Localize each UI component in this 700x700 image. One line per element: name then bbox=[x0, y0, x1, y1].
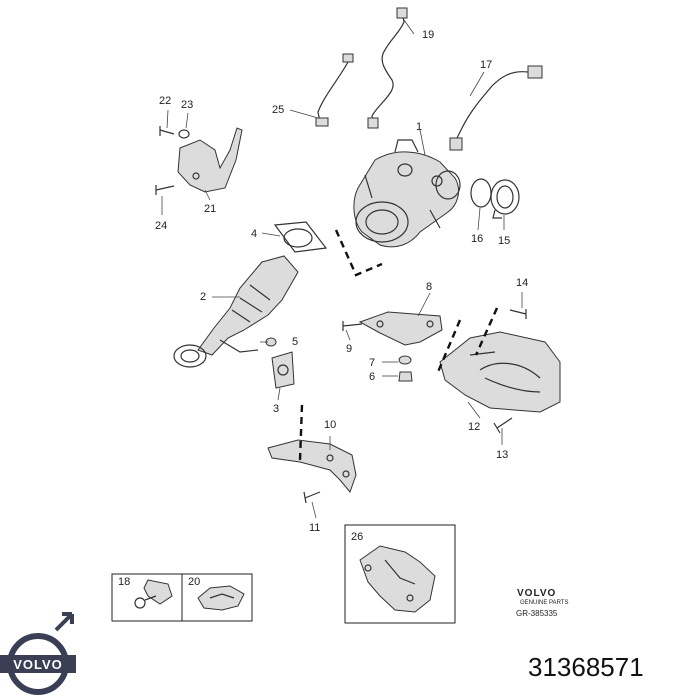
volvo-logo: VOLVO bbox=[0, 612, 76, 695]
callout-20: 20 bbox=[188, 576, 200, 588]
callout-15: 15 bbox=[498, 235, 510, 247]
part-11-bolt bbox=[303, 491, 321, 504]
part-10-bracket bbox=[267, 439, 357, 493]
brand-name: VOLVO bbox=[517, 588, 556, 599]
inset-box-26 bbox=[344, 524, 456, 624]
callout-11: 11 bbox=[309, 522, 320, 534]
callout-3: 3 bbox=[273, 403, 279, 415]
part-2-pipe bbox=[173, 255, 299, 368]
part-4-gasket bbox=[273, 221, 328, 253]
part-6-nut bbox=[398, 371, 413, 382]
callout-25: 25 bbox=[272, 104, 284, 116]
part-9-bolt bbox=[342, 321, 363, 331]
callout-1: 1 bbox=[416, 121, 422, 133]
callout-21: 21 bbox=[204, 203, 216, 215]
callout-9: 9 bbox=[346, 343, 352, 355]
callout-17: 17 bbox=[480, 59, 492, 71]
brand-tagline: GENUINE PARTS bbox=[520, 600, 568, 606]
callout-14: 14 bbox=[516, 277, 528, 289]
logo-text: VOLVO bbox=[13, 657, 63, 672]
callout-2: 2 bbox=[200, 291, 206, 303]
callout-16: 16 bbox=[471, 233, 483, 245]
part-22-bolt bbox=[159, 126, 175, 136]
callout-10: 10 bbox=[324, 419, 336, 431]
callout-labels: 1 2 3 4 5 6 7 8 9 10 11 12 13 14 15 16 1… bbox=[118, 29, 528, 588]
callout-6: 6 bbox=[369, 371, 375, 383]
callout-24: 24 bbox=[155, 220, 167, 232]
part-8-bracket bbox=[358, 311, 443, 346]
part-17-sensor bbox=[449, 65, 543, 151]
part-13-bolt bbox=[493, 417, 513, 434]
connector-lines bbox=[298, 229, 499, 461]
part-24-bolt bbox=[155, 185, 175, 195]
part-19-sensor bbox=[315, 7, 408, 129]
callout-19: 19 bbox=[422, 29, 434, 41]
part-12-heat-shield bbox=[439, 331, 561, 413]
callout-22: 22 bbox=[159, 95, 171, 107]
reference-code: GR-385335 bbox=[516, 609, 558, 618]
logo-arrow bbox=[54, 612, 74, 632]
callout-4: 4 bbox=[251, 228, 257, 240]
part-1-housing bbox=[353, 139, 461, 248]
inset-box-18-20 bbox=[111, 573, 253, 622]
part-16-gasket bbox=[470, 178, 492, 208]
part-21-bracket bbox=[177, 127, 243, 193]
part-number: 31368571 bbox=[528, 652, 644, 682]
callout-7: 7 bbox=[369, 357, 375, 369]
callout-12: 12 bbox=[468, 421, 480, 433]
leader-lines bbox=[161, 19, 523, 519]
callout-5: 5 bbox=[292, 336, 298, 348]
part-23-washer bbox=[178, 129, 190, 139]
callout-8: 8 bbox=[426, 281, 432, 293]
part-7-washer bbox=[398, 355, 412, 365]
callout-13: 13 bbox=[496, 449, 508, 461]
callout-23: 23 bbox=[181, 99, 193, 111]
callout-26: 26 bbox=[351, 531, 363, 543]
part-15-clamp bbox=[490, 179, 520, 219]
callout-18: 18 bbox=[118, 576, 130, 588]
part-14-bolt bbox=[509, 309, 527, 319]
brand-block: VOLVO GENUINE PARTS GR-385335 bbox=[516, 588, 568, 618]
part-3-mount bbox=[271, 351, 295, 389]
